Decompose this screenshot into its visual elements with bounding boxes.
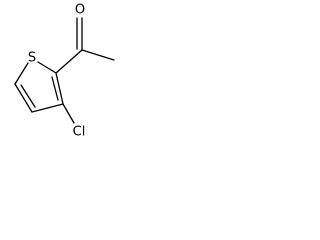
- bond-c4-c3: [31, 103, 64, 113]
- bond-c5-c4-inner: [20, 84, 36, 108]
- bond-c3-cl: [62, 103, 75, 124]
- bond-c2-carbonyl: [55, 49, 83, 74]
- bond-s-c5: [14, 62, 29, 85]
- sulfur-label: S: [28, 51, 36, 66]
- bond-c5-c4: [14, 83, 33, 113]
- atom-labels: S O Cl: [28, 3, 85, 140]
- bond-carbonyl-methyl: [81, 49, 115, 61]
- bonds: [14, 17, 115, 124]
- bond-s-c2: [37, 61, 57, 74]
- bond-c3-c2: [55, 72, 64, 105]
- oxygen-label: O: [75, 3, 85, 18]
- chemical-structure-diagram: S O Cl: [14, 3, 115, 140]
- bond-c3-c2-inner: [51, 76, 59, 101]
- chlorine-label: Cl: [73, 125, 86, 140]
